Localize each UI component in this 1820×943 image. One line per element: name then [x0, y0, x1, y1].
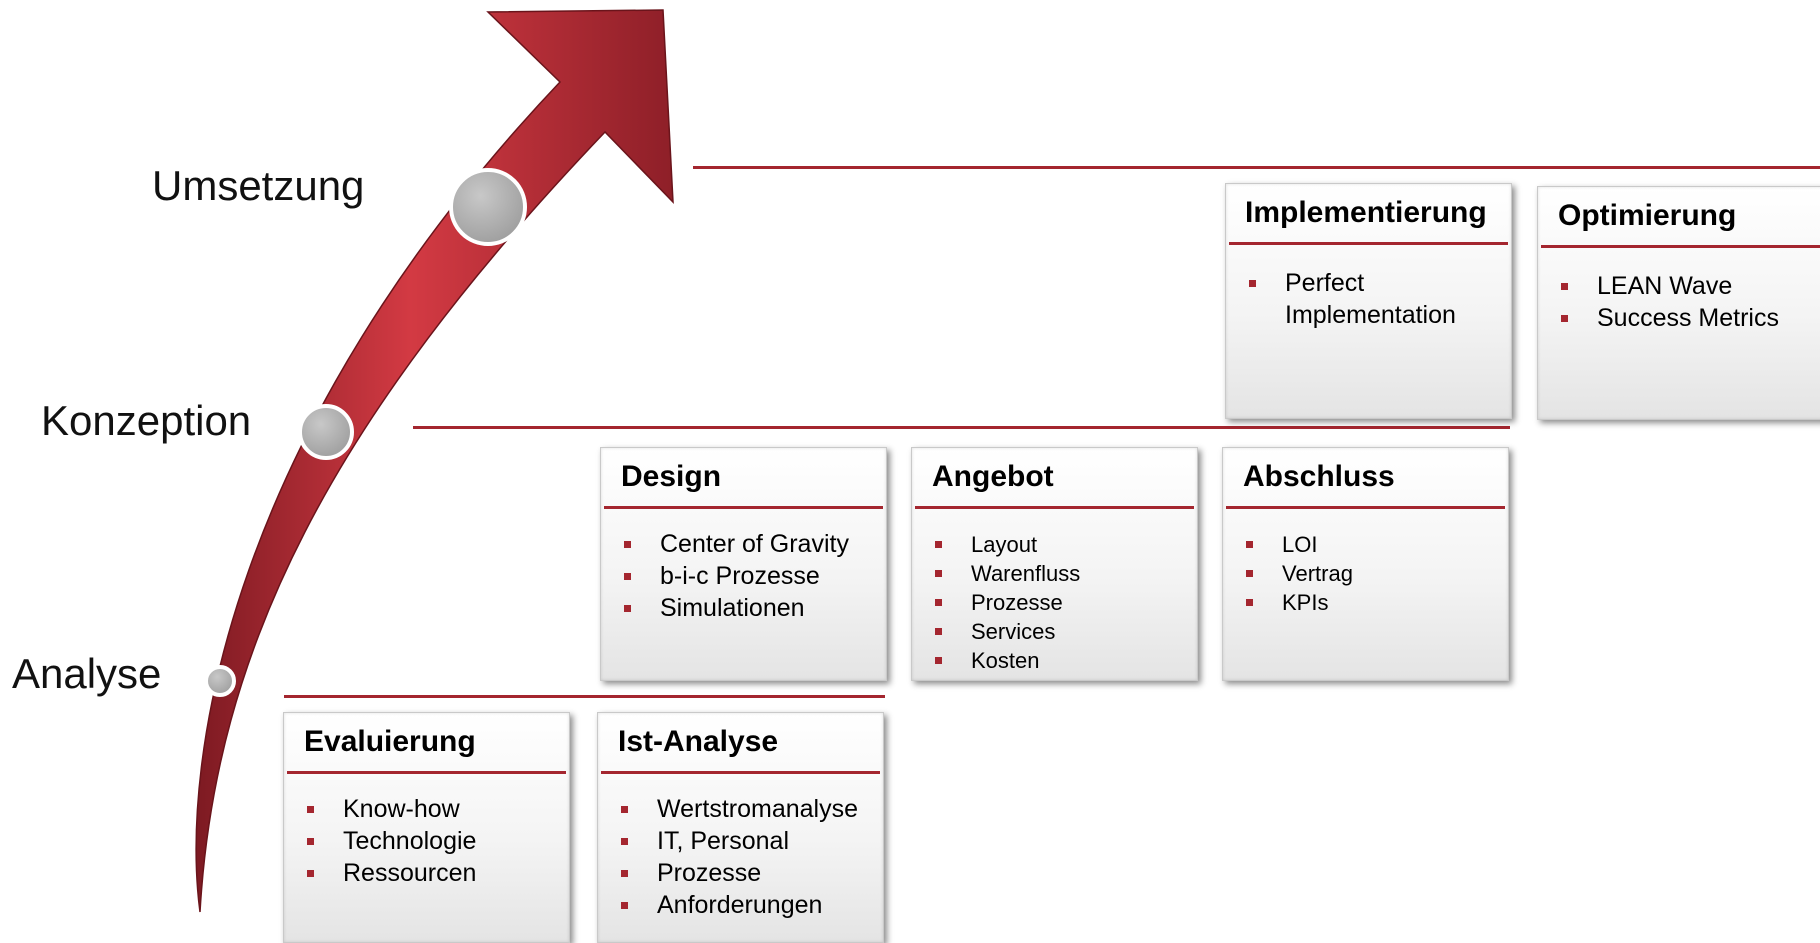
- bullet-icon: [935, 657, 942, 664]
- list-item: Prozesse: [620, 857, 877, 889]
- list-item: Success Metrics: [1560, 302, 1820, 334]
- bullet-list: Center of Gravity b-i-c Prozesse Simulat…: [623, 528, 880, 624]
- bullet-list: Perfect Implementation: [1248, 267, 1505, 331]
- bullet-icon: [624, 573, 631, 580]
- bullet-icon: [1561, 283, 1568, 290]
- bullet-list: Know-how Technologie Ressourcen: [306, 793, 563, 889]
- box-ist-analyse: Ist-Analyse Wertstromanalyse IT, Persona…: [597, 712, 884, 943]
- list-item: Implementation: [1285, 301, 1456, 329]
- bullet-icon: [307, 806, 314, 813]
- list-item: Wertstromanalyse: [620, 793, 877, 825]
- bullet-icon: [621, 838, 628, 845]
- bullet-list: LEAN Wave Success Metrics: [1560, 270, 1820, 334]
- list-item: Vertrag: [1245, 559, 1502, 588]
- bullet-list: Wertstromanalyse IT, Personal Prozesse A…: [620, 793, 877, 921]
- list-item: IT, Personal: [620, 825, 877, 857]
- box-angebot: Angebot Layout Warenfluss Prozesse Servi…: [911, 447, 1198, 681]
- bullet-icon: [1246, 541, 1253, 548]
- box-optimierung: Optimierung LEAN Wave Success Metrics: [1537, 186, 1820, 420]
- bullet-icon: [307, 838, 314, 845]
- box-abschluss: Abschluss LOI Vertrag KPIs: [1222, 447, 1509, 681]
- list-item: Services: [934, 617, 1191, 646]
- divider: [1226, 506, 1505, 509]
- phase-line-konzeption: [413, 426, 1510, 429]
- box-evaluierung: Evaluierung Know-how Technologie Ressour…: [283, 712, 570, 943]
- bullet-icon: [624, 605, 631, 612]
- phase-line-analyse: [284, 695, 885, 698]
- milestone-konzeption-dot: [298, 404, 354, 460]
- box-title: Abschluss: [1243, 460, 1395, 493]
- bullet-list: LOI Vertrag KPIs: [1245, 530, 1502, 617]
- divider: [601, 771, 880, 774]
- list-item: Technologie: [306, 825, 563, 857]
- divider: [915, 506, 1194, 509]
- bullet-icon: [621, 870, 628, 877]
- bullet-icon: [935, 628, 942, 635]
- divider: [287, 771, 566, 774]
- list-item: Layout: [934, 530, 1191, 559]
- list-item: Perfect: [1248, 267, 1505, 299]
- milestone-umsetzung-dot: [449, 168, 527, 246]
- list-item: Simulationen: [623, 592, 880, 624]
- bullet-icon: [307, 870, 314, 877]
- list-item: Anforderungen: [620, 889, 877, 921]
- list-item: Prozesse: [934, 588, 1191, 617]
- bullet-icon: [935, 541, 942, 548]
- bullet-list: Layout Warenfluss Prozesse Services Kost…: [934, 530, 1191, 675]
- divider: [604, 506, 883, 509]
- bullet-icon: [1246, 599, 1253, 606]
- bullet-icon: [621, 902, 628, 909]
- list-item: Know-how: [306, 793, 563, 825]
- phase-label-konzeption: Konzeption: [41, 397, 252, 444]
- bullet-icon: [621, 806, 628, 813]
- phase-label-analyse: Analyse: [12, 650, 162, 697]
- bullet-icon: [624, 541, 631, 548]
- bullet-icon: [935, 570, 942, 577]
- milestone-analyse-dot: [204, 665, 236, 697]
- list-item: Center of Gravity: [623, 528, 880, 560]
- box-title: Optimierung: [1558, 199, 1737, 232]
- box-title: Angebot: [932, 460, 1054, 493]
- box-design: Design Center of Gravity b-i-c Prozesse …: [600, 447, 887, 681]
- list-item: LEAN Wave: [1560, 270, 1820, 302]
- box-title: Ist-Analyse: [618, 725, 779, 758]
- list-item: Warenfluss: [934, 559, 1191, 588]
- bullet-icon: [1249, 280, 1256, 287]
- box-title: Design: [621, 460, 722, 493]
- box-title: Implementierung: [1245, 196, 1487, 229]
- divider: [1541, 245, 1820, 248]
- phase-line-umsetzung: [693, 166, 1820, 169]
- phase-label-umsetzung: Umsetzung: [152, 162, 365, 209]
- arrow-shaft: [195, 9, 674, 913]
- box-implementierung: Implementierung Perfect Implementation: [1225, 183, 1512, 419]
- list-item: b-i-c Prozesse: [623, 560, 880, 592]
- list-item: Ressourcen: [306, 857, 563, 889]
- divider: [1229, 242, 1508, 245]
- bullet-icon: [1246, 570, 1253, 577]
- bullet-icon: [935, 599, 942, 606]
- bullet-icon: [1561, 315, 1568, 322]
- list-item: KPIs: [1245, 588, 1502, 617]
- box-title: Evaluierung: [304, 725, 476, 758]
- list-item: Kosten: [934, 646, 1191, 675]
- list-item: LOI: [1245, 530, 1502, 559]
